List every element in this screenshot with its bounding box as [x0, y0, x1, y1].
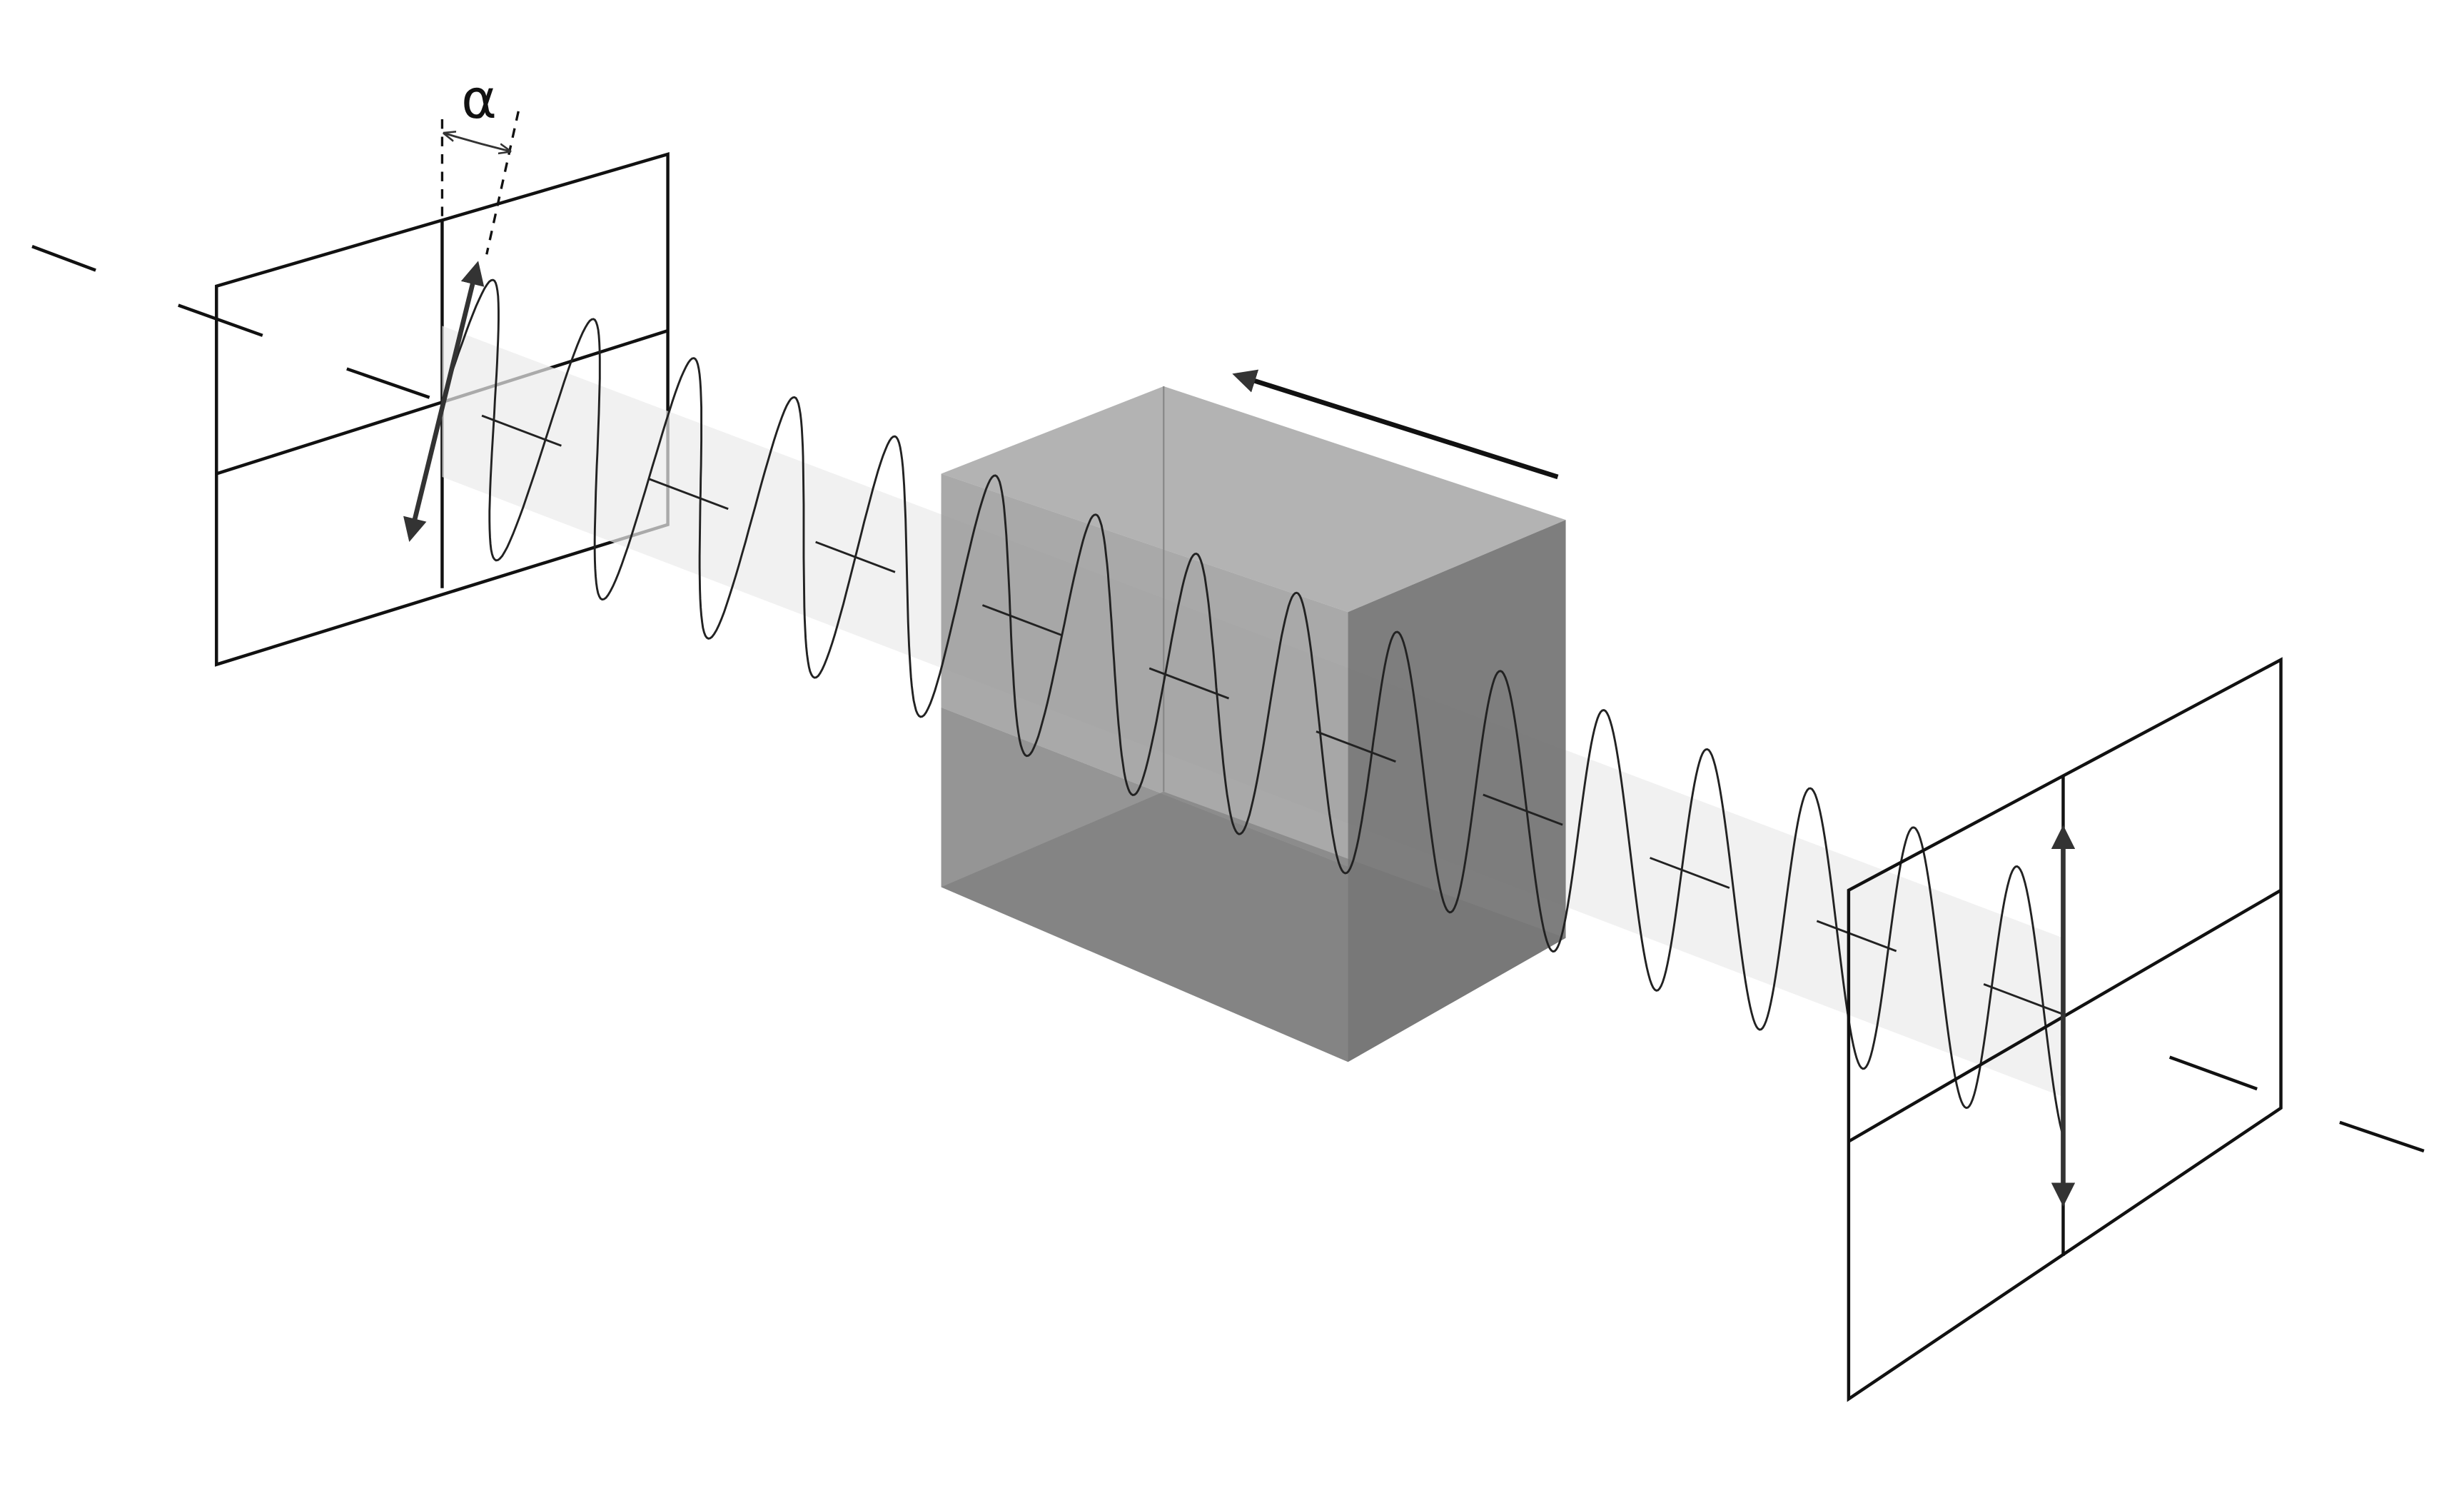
- axis-tick: [1316, 730, 1396, 763]
- light-wave: [441, 278, 2064, 1137]
- axis-tick: [1148, 667, 1230, 700]
- axis-tick: [1983, 983, 2064, 1015]
- axis-tick: [981, 604, 1063, 637]
- angle-arc: [445, 134, 509, 151]
- angle-guides: [440, 111, 520, 255]
- axis-tick: [648, 478, 729, 511]
- axis-tick: [1816, 920, 1897, 952]
- input-polarization-arrow: [403, 261, 485, 543]
- axis-tick: [481, 414, 562, 447]
- axis-tick: [1650, 857, 1730, 889]
- direction-arrow: [1232, 369, 1559, 480]
- angle-label: α: [461, 68, 497, 131]
- optical-axis: [31, 245, 2425, 1153]
- axis-ticks: [481, 414, 2064, 1015]
- axis-tick: [815, 541, 896, 573]
- axis-tick: [1483, 793, 1563, 826]
- crystal-box: [941, 386, 1566, 1062]
